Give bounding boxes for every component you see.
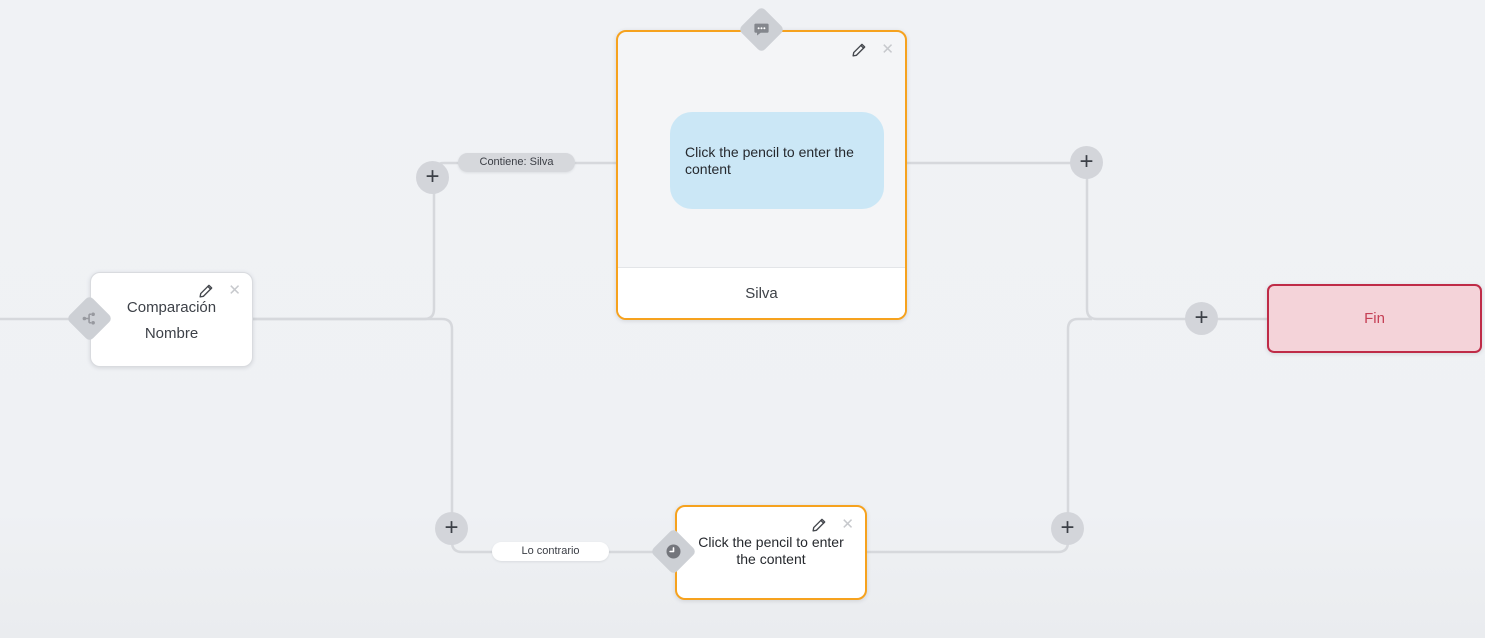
add-node-button-top-left[interactable]: + xyxy=(416,161,449,194)
end-node-label: Fin xyxy=(1364,310,1385,327)
message-bubble-text: Click the pencil to enter the content xyxy=(685,143,854,177)
add-node-button-before-end[interactable]: + xyxy=(1185,302,1218,335)
edge-bottom-branch xyxy=(253,317,655,554)
comparison-node-badge xyxy=(66,295,113,342)
pencil-icon[interactable] xyxy=(851,41,868,58)
close-icon[interactable]: ✕ xyxy=(228,282,241,299)
message-footer-label: Silva xyxy=(745,284,778,302)
edge-label-contains: Contiene: Silva xyxy=(458,153,575,172)
node-message[interactable]: ✕ Click the pencil to enter the content … xyxy=(616,30,907,320)
add-node-button-bottom-left[interactable]: + xyxy=(435,512,468,545)
placeholder-node-badge xyxy=(650,528,697,575)
node-title-line2: Nombre xyxy=(144,325,199,342)
pencil-icon[interactable] xyxy=(198,282,215,299)
chat-bubble-icon xyxy=(753,21,770,38)
node-comparison[interactable]: ✕ Comparación Nombre xyxy=(90,272,253,367)
edge-top-to-end xyxy=(907,161,1267,321)
message-node-badge xyxy=(738,6,785,53)
node-end[interactable]: Fin xyxy=(1267,284,1482,353)
message-footer: Silva xyxy=(618,267,905,318)
edge-label-otherwise: Lo contrario xyxy=(492,542,609,561)
placeholder-text: Click the pencil to enter the content xyxy=(698,534,844,567)
pencil-icon[interactable] xyxy=(811,516,828,533)
close-icon[interactable]: ✕ xyxy=(881,41,894,58)
clock-icon xyxy=(665,543,682,560)
node-placeholder[interactable]: ✕ Click the pencil to enter the content xyxy=(675,505,867,600)
add-node-button-top-right[interactable]: + xyxy=(1070,146,1103,179)
add-node-button-bottom-right[interactable]: + xyxy=(1051,512,1084,545)
edge-bottom-to-end xyxy=(867,317,1092,554)
close-icon[interactable]: ✕ xyxy=(841,516,854,533)
branch-split-icon xyxy=(81,310,98,327)
message-bubble: Click the pencil to enter the content xyxy=(670,112,884,209)
node-title-line1: Comparación xyxy=(126,299,217,316)
